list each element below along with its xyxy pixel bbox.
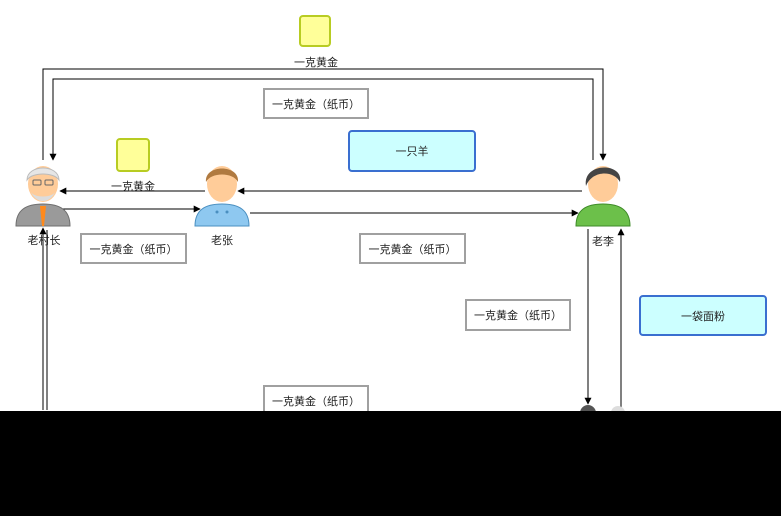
edge-head-to-li-top	[42, 68, 607, 161]
zhang-avatar	[193, 160, 251, 228]
paper-note-top: 一克黄金（纸币）	[263, 88, 369, 119]
gold-coin-left	[116, 138, 150, 172]
village-head-avatar	[14, 160, 72, 228]
gold-label-left: 一克黄金	[111, 180, 155, 193]
zhang-label: 老张	[211, 234, 233, 247]
goods-sheep: 一只羊	[348, 130, 476, 172]
goods-flour: 一袋面粉	[639, 295, 767, 336]
paper-note-left: 一克黄金（纸币）	[80, 233, 187, 264]
gold-label-top: 一克黄金	[294, 56, 338, 69]
village-head-label: 老村长	[27, 234, 61, 247]
paper-note-right: 一克黄金（纸币）	[465, 299, 571, 331]
gold-coin-top	[299, 15, 331, 47]
li-label: 老李	[592, 235, 614, 248]
edge-li-to-head-top	[49, 78, 594, 161]
paper-note-middle: 一克黄金（纸币）	[359, 233, 466, 264]
paper-note-bottom: 一克黄金（纸币）	[263, 385, 369, 416]
redacted-area	[0, 411, 781, 516]
li-avatar	[574, 160, 632, 228]
